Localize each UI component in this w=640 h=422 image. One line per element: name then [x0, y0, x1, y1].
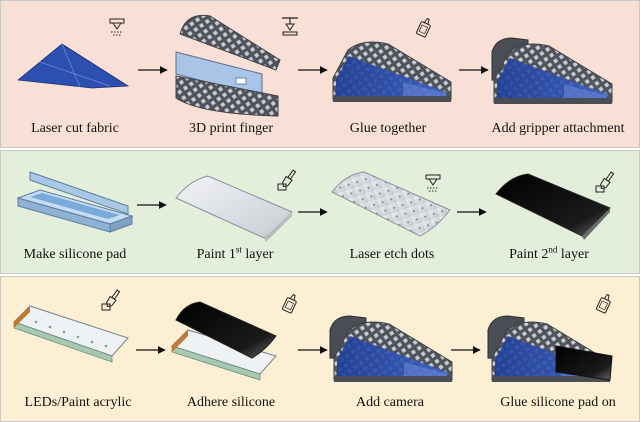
- step-label-leds-paint-acrylic: LEDs/Paint acrylic: [24, 395, 132, 410]
- silicone-pad-mold-illustration: [16, 171, 134, 233]
- gripper-attachment-illustration: [491, 37, 613, 105]
- add-camera-illustration: [329, 315, 453, 383]
- paint-second-layer-illustration: [495, 173, 611, 240]
- step-label-laser-etch-dots: Laser etch dots: [349, 247, 435, 262]
- leds-paint-acrylic-illustration: [13, 305, 129, 363]
- label-text-end: layer: [241, 247, 274, 262]
- label-text: Paint 2: [509, 247, 549, 262]
- step-label-paint-second-layer: Paint 2nd layer: [474, 244, 624, 263]
- step-label-add-camera: Add camera: [355, 395, 425, 410]
- label-text: Paint 1: [196, 247, 236, 262]
- step-label-3d-print-finger: 3D print finger: [189, 121, 273, 136]
- label-superscript: st: [235, 244, 242, 255]
- step-label-glue-silicone-pad-on: Glue silicone pad on: [500, 395, 616, 410]
- step-label-adhere-silicone: Adhere silicone: [186, 395, 276, 410]
- step-label-make-silicone-pad: Make silicone pad: [23, 247, 127, 262]
- paint-first-layer-illustration: [175, 175, 293, 242]
- step-label-glue-together: Glue together: [349, 121, 427, 136]
- glue-silicone-pad-illustration: [487, 315, 613, 383]
- label-text-end: layer: [557, 247, 589, 262]
- label-superscript: nd: [548, 244, 558, 255]
- laser-cut-fabric-illustration: [17, 43, 130, 89]
- step-label-add-gripper-attachment: Add gripper attachment: [491, 121, 625, 136]
- laser-etch-dots-illustration: [331, 171, 451, 237]
- step-label-laser-cut-fabric: Laser cut fabric: [31, 121, 119, 136]
- step-label-paint-first-layer: Paint 1st layer: [160, 244, 310, 263]
- 3d-print-finger-illustration: [175, 14, 281, 117]
- adhere-silicone-illustration: [171, 301, 277, 381]
